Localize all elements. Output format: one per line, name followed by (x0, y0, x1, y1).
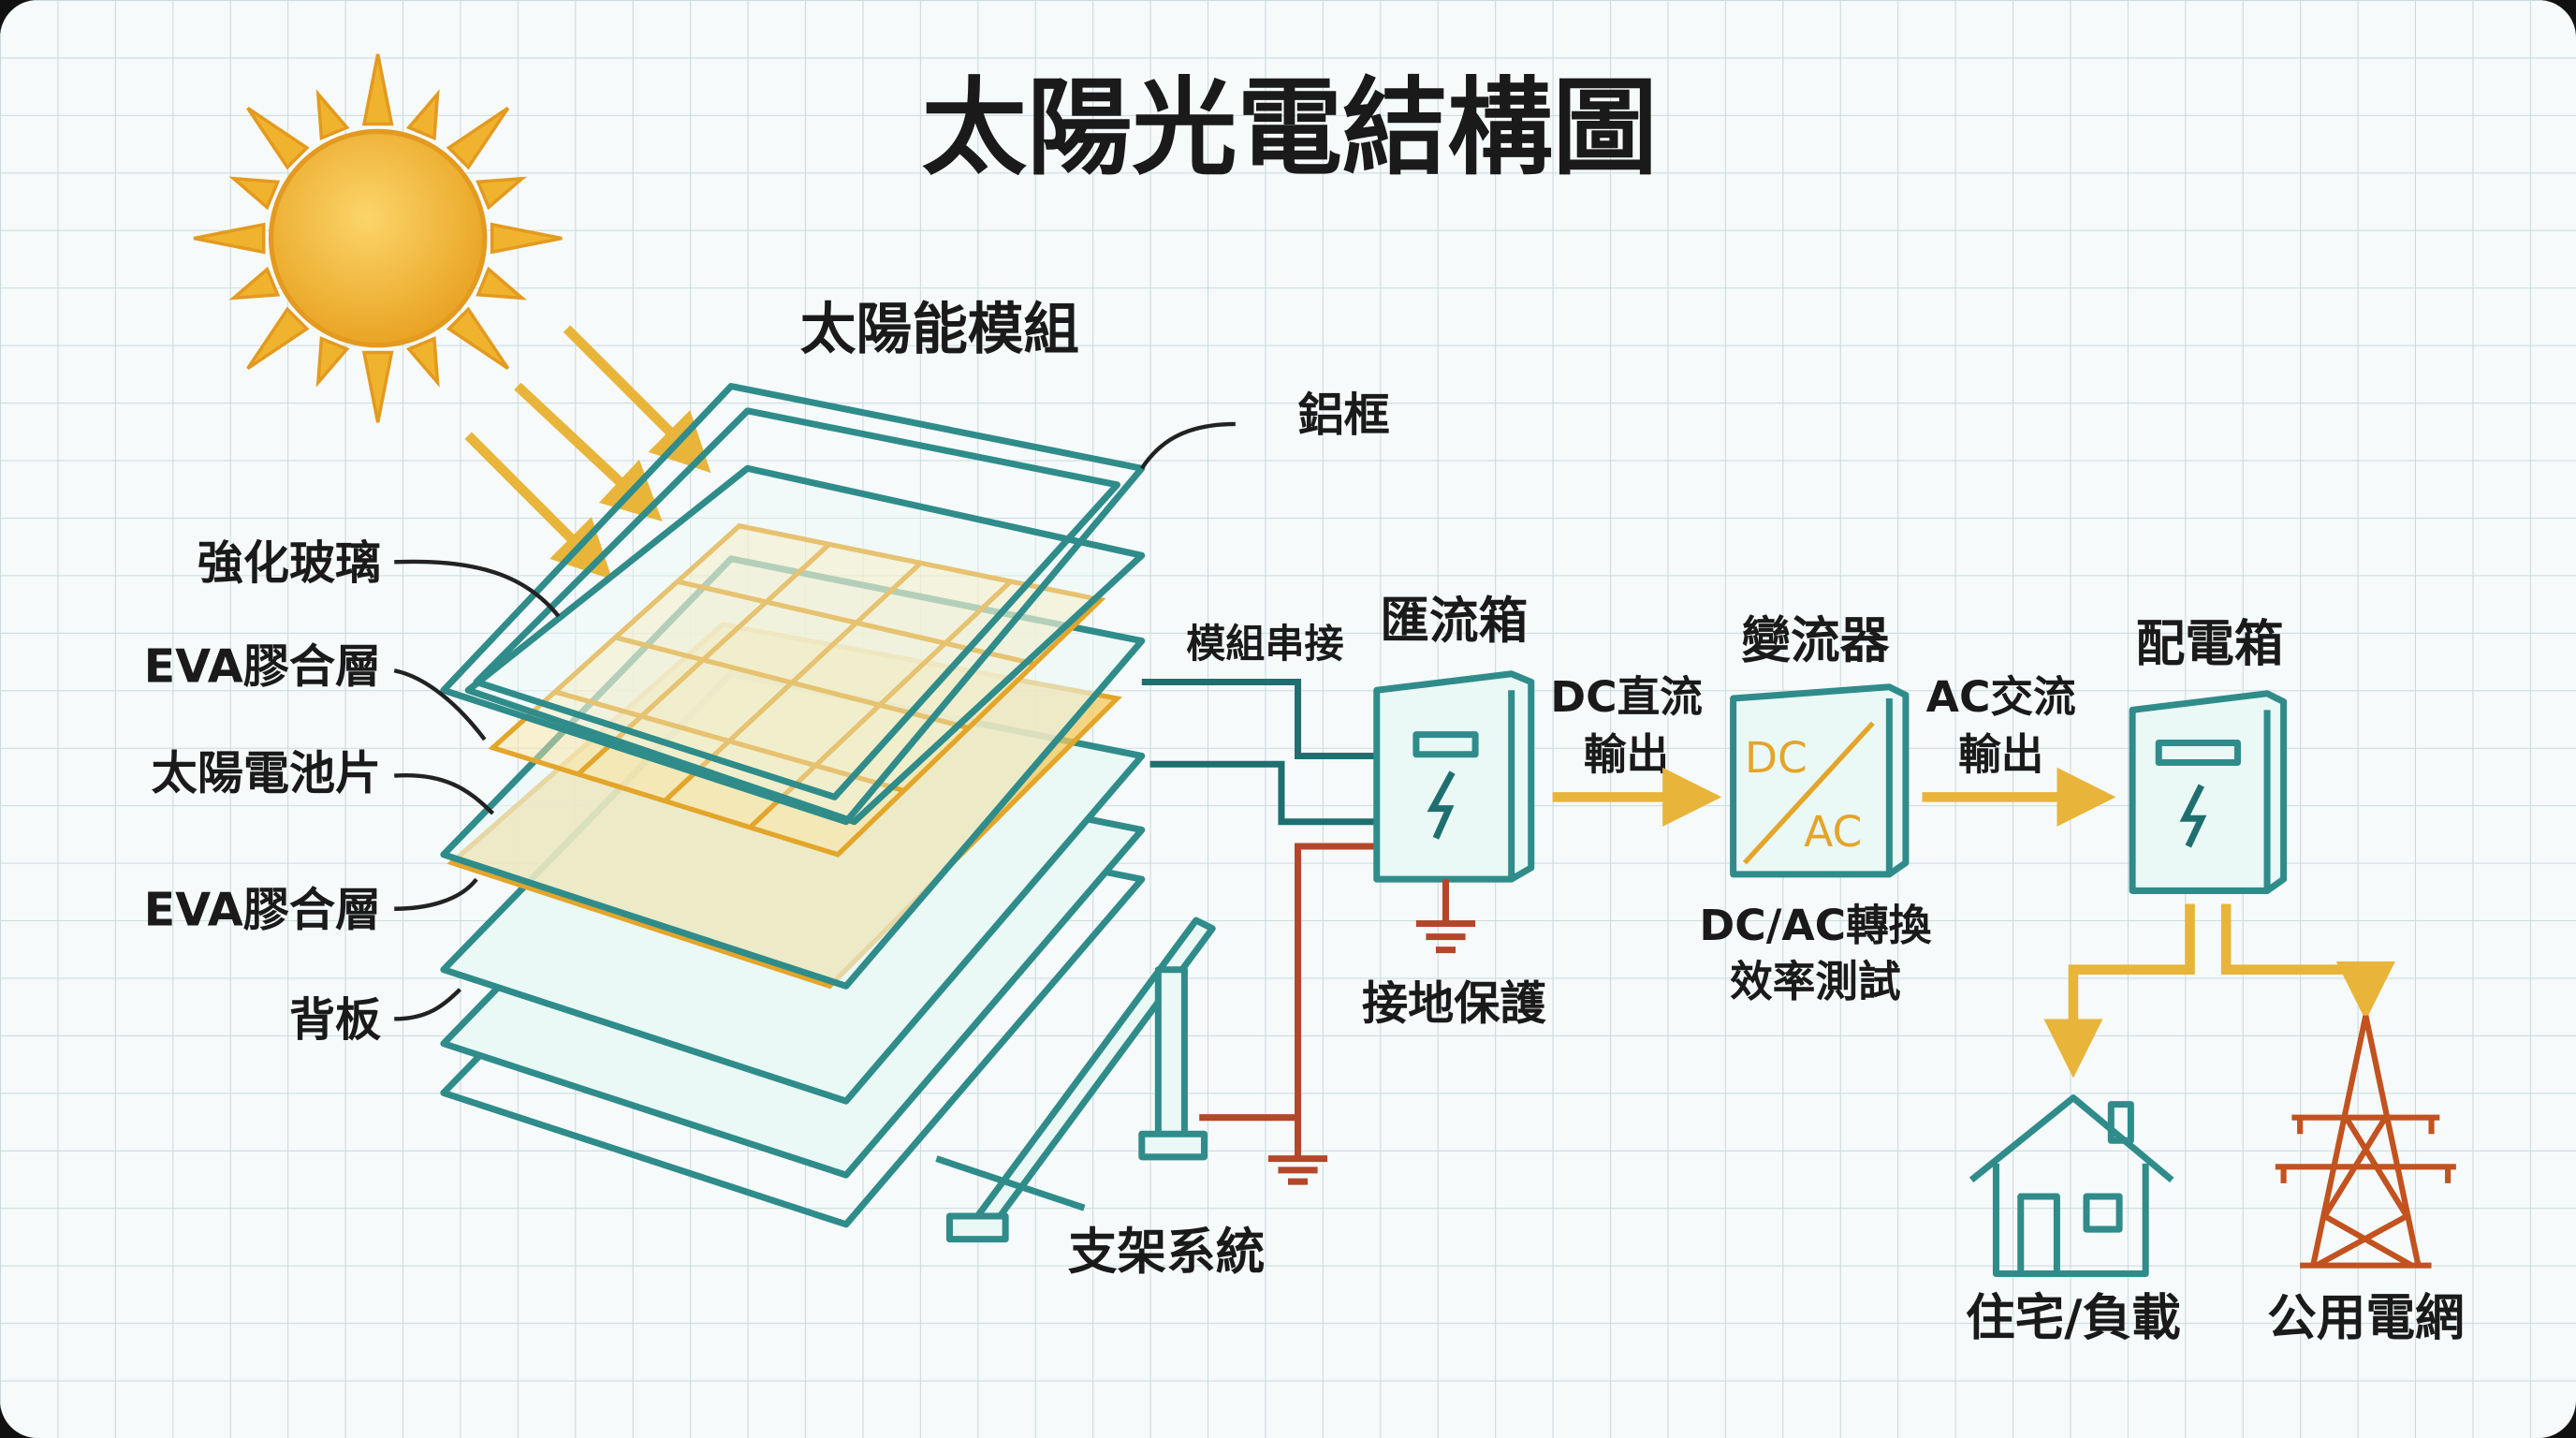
aluminum-frame-inner (473, 407, 1120, 800)
aluminum-frame (440, 383, 1146, 826)
leader-line (394, 988, 461, 1021)
ac-output-label-2: 輸出 (1958, 730, 2043, 780)
string-connection-label: 模組串接 (1186, 621, 1343, 667)
sun-ray (476, 266, 527, 301)
combiner-box-label: 匯流箱 (1380, 593, 1528, 650)
inverter-ac-text: AC (1804, 807, 1862, 857)
ac-output-label: AC交流 (1926, 672, 2076, 722)
grounding-label: 接地保護 (1362, 976, 1546, 1030)
string-wire (1149, 760, 1377, 826)
page-title: 太陽光電結構圖 (922, 68, 1658, 190)
sun-ray (476, 176, 527, 211)
sun-ray (193, 222, 266, 255)
support-label: 支架系統 (1068, 1224, 1266, 1281)
cell-grid (488, 522, 1106, 858)
combiner-box (1373, 670, 1535, 883)
sun-ray (490, 222, 563, 255)
cells-label: 太陽電池片 (152, 746, 382, 800)
leader-line (393, 668, 487, 741)
distribution-box (2129, 690, 2288, 894)
sun-ray (405, 336, 440, 388)
glass-label: 強化玻璃 (198, 536, 381, 590)
inverter-box: DC AC (1730, 683, 1910, 878)
inverter-dc-text: DC (1745, 733, 1808, 783)
grid-label: 公用電網 (2267, 1289, 2465, 1346)
leader-line (394, 772, 495, 815)
sun-ray (315, 336, 350, 388)
inverter-note: DC/AC轉換 (1699, 901, 1931, 950)
lightning-icon (1427, 770, 1456, 840)
support-structure (935, 917, 1216, 1243)
grid-arrow (2220, 903, 2395, 1021)
sun-icon (193, 53, 563, 423)
sun-ray (315, 89, 350, 141)
leader-line (394, 877, 478, 911)
leader-line (1139, 421, 1236, 470)
leader-line (394, 559, 561, 618)
sun-ray (228, 176, 281, 211)
eva-bottom-label: EVA膠合層 (144, 882, 382, 936)
load-label: 住宅/負載 (1966, 1289, 2181, 1346)
dc-output-label: DC直流 (1550, 672, 1703, 722)
inverter-note-2: 效率測試 (1730, 957, 1900, 1006)
sun-ray (361, 350, 394, 423)
sun-ray (228, 266, 281, 301)
ground-wire (1199, 843, 1377, 1159)
sun-ray (361, 53, 394, 126)
sunlight-arrows (464, 325, 711, 580)
sun-ray (405, 89, 440, 141)
transmission-tower-icon (2275, 1015, 2456, 1269)
distribution-box-label: 配電箱 (2136, 616, 2284, 673)
house-icon (1969, 1094, 2174, 1277)
load-arrow (2043, 903, 2195, 1078)
sun-ray (446, 107, 510, 170)
frame-label: 鋁框 (1298, 388, 1390, 442)
lightning-icon (2179, 784, 2207, 848)
backsheet-label: 背板 (289, 992, 381, 1047)
dc-output-label-2: 輸出 (1584, 730, 1669, 780)
sun-ray (446, 306, 510, 371)
sun-ray (246, 107, 310, 170)
module-layers (440, 383, 1146, 1228)
ground-icon (1415, 920, 1476, 954)
string-wire (1141, 678, 1377, 760)
module-label: 太陽能模組 (800, 298, 1079, 362)
eva-top-label: EVA膠合層 (144, 638, 382, 693)
sun-ray (246, 306, 310, 371)
inverter-label: 變流器 (1741, 612, 1889, 669)
ground-icon (1267, 1155, 1328, 1185)
